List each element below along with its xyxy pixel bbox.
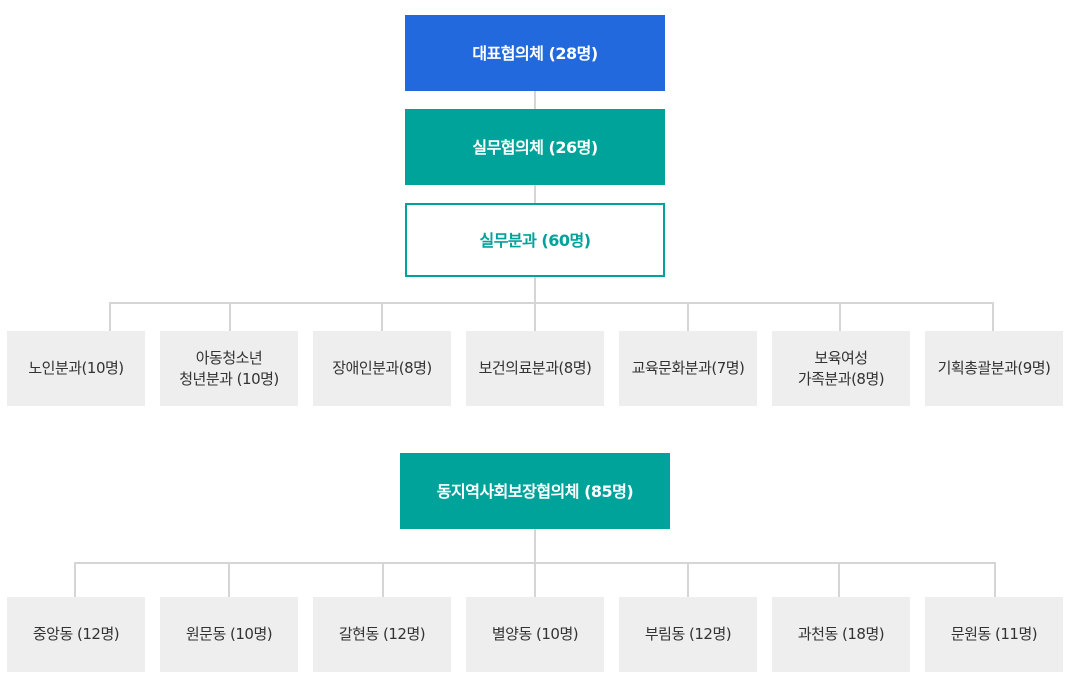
connector-subdivision-drop	[534, 302, 536, 331]
connector-subdivision-drop	[109, 302, 111, 331]
connector-dong-trunk	[534, 529, 536, 563]
dong-byeolyang: 별양동 (10명)	[466, 597, 604, 672]
connector-dong-drop	[687, 562, 689, 597]
working-division-box: 실무분과 (60명)	[405, 203, 665, 277]
dong-galhyeon: 갈현동 (12명)	[313, 597, 451, 672]
connector-subdivision-drop	[381, 302, 383, 331]
connector-dong-drop	[534, 562, 536, 597]
connector-dong-drop	[228, 562, 230, 597]
connector-dong-drop	[382, 562, 384, 597]
connector-dong-drop	[994, 562, 996, 597]
connector-dong-drop	[838, 562, 840, 597]
subdivision-planning: 기획총괄분과(9명)	[925, 331, 1063, 406]
dong-council-box: 동지역사회보장협의체 (85명)	[400, 453, 670, 529]
connector-top-to-council	[534, 91, 536, 109]
dong-wonmun: 원문동 (10명)	[160, 597, 298, 672]
dong-burim: 부림동 (12명)	[619, 597, 757, 672]
subdivision-disability: 장애인분과(8명)	[313, 331, 451, 406]
connector-council-to-division	[534, 185, 536, 203]
working-council-box: 실무협의체 (26명)	[405, 109, 665, 185]
connector-division-trunk	[534, 277, 536, 303]
subdivision-child-youth: 아동청소년 청년분과 (10명)	[160, 331, 298, 406]
dong-munwon: 문원동 (11명)	[925, 597, 1063, 672]
representative-council-box: 대표협의체 (28명)	[405, 15, 665, 91]
subdivision-childcare-women-family: 보육여성 가족분과(8명)	[772, 331, 910, 406]
connector-dong-drop	[74, 562, 76, 597]
connector-subdivision-drop	[687, 302, 689, 331]
subdivision-health: 보건의료분과(8명)	[466, 331, 604, 406]
dong-jungang: 중앙동 (12명)	[7, 597, 145, 672]
connector-subdivision-drop	[229, 302, 231, 331]
dong-gwacheon: 과천동 (18명)	[772, 597, 910, 672]
connector-subdivision-drop	[839, 302, 841, 331]
connector-division-bus	[109, 302, 994, 304]
subdivision-elderly: 노인분과(10명)	[7, 331, 145, 406]
subdivision-education-culture: 교육문화분과(7명)	[619, 331, 757, 406]
connector-subdivision-drop	[992, 302, 994, 331]
